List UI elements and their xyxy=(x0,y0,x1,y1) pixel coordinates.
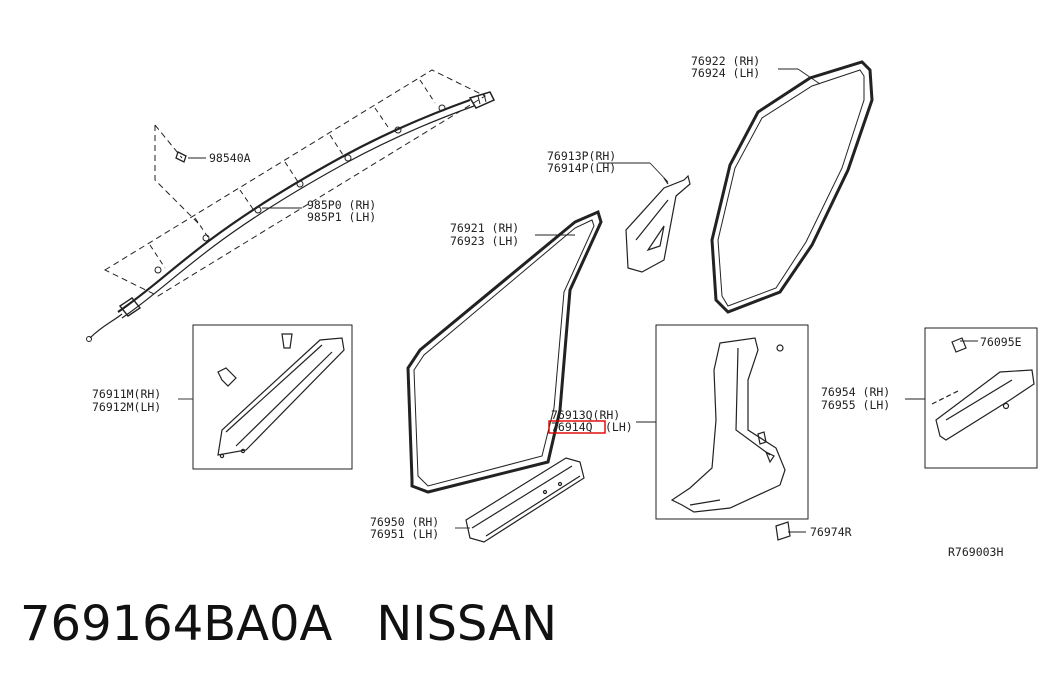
rear-kicking-plate-box xyxy=(924,327,1038,469)
label-76974r: 76974R xyxy=(810,525,852,539)
label-76955: 76955 (LH) xyxy=(821,398,890,412)
label-76914p: 76914P(LH) xyxy=(547,161,616,175)
label-98540a: 98540A xyxy=(209,151,251,165)
label-76954: 76954 (RH) xyxy=(821,385,890,399)
center-pillar-box xyxy=(655,324,809,520)
label-76951: 76951 (LH) xyxy=(370,527,439,541)
center-pillar-lower xyxy=(670,337,786,513)
label-76913q: 76913Q(RH) xyxy=(551,408,620,422)
highlight-box xyxy=(548,420,606,434)
label-76913p: 76913P(RH) xyxy=(547,149,616,163)
label-985p0: 985P0 (RH) xyxy=(307,198,376,212)
part-number: 769164BA0A xyxy=(20,596,333,652)
label-76914q-side: (LH) xyxy=(605,420,633,434)
label-76911m: 76911M(RH) xyxy=(92,387,161,401)
label-76914q-part: 76914Q xyxy=(551,420,593,434)
label-76095e: 76095E xyxy=(980,335,1022,349)
label-985p1: 985P1 (LH) xyxy=(307,210,376,224)
curtain-airbag xyxy=(86,69,496,342)
part-caption: 769164BA0A NISSAN xyxy=(20,596,557,652)
brand-name: NISSAN xyxy=(376,596,558,652)
label-76924: 76924 (LH) xyxy=(691,66,760,80)
rear-door-weatherstrip xyxy=(710,60,874,314)
label-76921: 76921 (RH) xyxy=(450,221,519,235)
front-door-weatherstrip xyxy=(406,209,603,494)
label-76950: 76950 (RH) xyxy=(370,515,439,529)
front-pillar-garnish xyxy=(217,333,345,459)
label-76912m: 76912M(LH) xyxy=(92,400,161,414)
pillar-garnish-box xyxy=(192,324,353,470)
label-76923: 76923 (LH) xyxy=(450,234,519,248)
rear-kicking-plate xyxy=(931,337,1035,441)
clip-76974r xyxy=(775,521,791,541)
diagram-reference: R769003H xyxy=(948,545,1003,559)
label-76922: 76922 (RH) xyxy=(691,54,760,68)
center-pillar-upper xyxy=(625,174,691,273)
kicking-plate xyxy=(465,457,585,543)
